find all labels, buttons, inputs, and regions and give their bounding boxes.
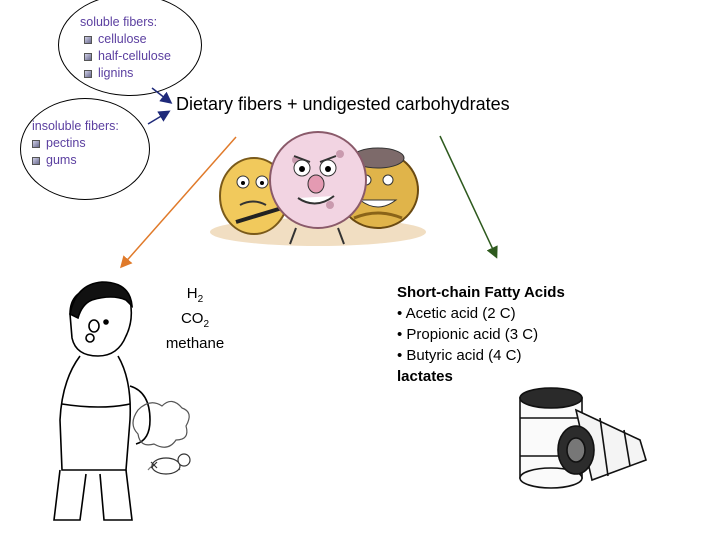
list-item: • Butyric acid (4 C) (397, 347, 522, 364)
soluble-fibers-text: soluble fibers: cellulose half-cellulose… (80, 14, 171, 82)
boy-illustration (53, 281, 151, 521)
insoluble-item-label: pectins (46, 136, 86, 150)
methane-label: methane (165, 335, 225, 352)
bullet-icon (84, 69, 92, 78)
list-item: half-cellulose (80, 48, 171, 65)
bullet-icon (32, 156, 40, 165)
soluble-item-label: half-cellulose (98, 49, 171, 63)
gas-products: H2 CO2 methane (152, 284, 238, 353)
scfa-block: Short-chain Fatty Acids • Acetic acid (2… (397, 282, 565, 387)
list-item: lignins (80, 65, 171, 82)
soluble-fibers-bubble (58, 0, 202, 96)
insoluble-fibers-bubble (20, 98, 150, 200)
list-item: cellulose (80, 31, 171, 48)
insoluble-fibers-title: insoluble fibers: (32, 119, 119, 133)
bullet-icon (84, 52, 92, 61)
main-label: Dietary fibers + undigested carbohydrate… (176, 94, 510, 114)
soluble-item-label: cellulose (98, 32, 147, 46)
barrels-illustration (519, 387, 647, 489)
soluble-item-label: lignins (98, 66, 134, 80)
h2-label: H2 (186, 285, 204, 305)
co2-label: CO2 (180, 310, 210, 330)
list-item: • Acetic acid (2 C) (397, 305, 516, 322)
dead-bird-illustration (150, 453, 191, 475)
bullet-icon (32, 139, 40, 148)
insoluble-fibers-text: insoluble fibers: pectins gums (32, 118, 119, 169)
lactates-label: lactates (397, 368, 453, 385)
list-item: gums (32, 152, 119, 169)
arrow-to-scfa (439, 135, 498, 259)
list-item: • Propionic acid (3 C) (397, 326, 539, 343)
insoluble-item-label: gums (46, 153, 77, 167)
bullet-icon (84, 35, 92, 44)
scfa-title: Short-chain Fatty Acids (397, 284, 565, 301)
list-item: pectins (32, 135, 119, 152)
bacteria-illustration (210, 131, 426, 246)
arrow-to-gases (120, 136, 237, 269)
arrow-soluble-to-label (151, 87, 173, 104)
soluble-fibers-title: soluble fibers: (80, 15, 158, 29)
arrow-insoluble-to-label (147, 110, 171, 125)
